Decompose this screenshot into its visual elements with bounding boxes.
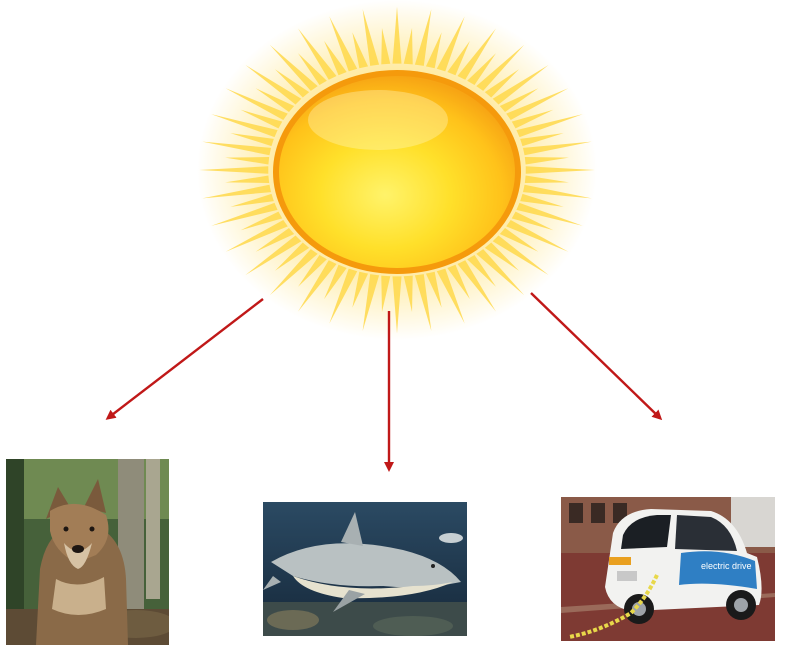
shark-photo [263,502,467,636]
sun-icon [197,0,597,340]
electric-car-photo: electric drive [561,497,775,641]
wolf-photo [6,459,169,645]
arrow-to-car [531,293,660,418]
car-lettering: electric drive [701,561,752,571]
arrow-to-wolf [108,299,263,418]
